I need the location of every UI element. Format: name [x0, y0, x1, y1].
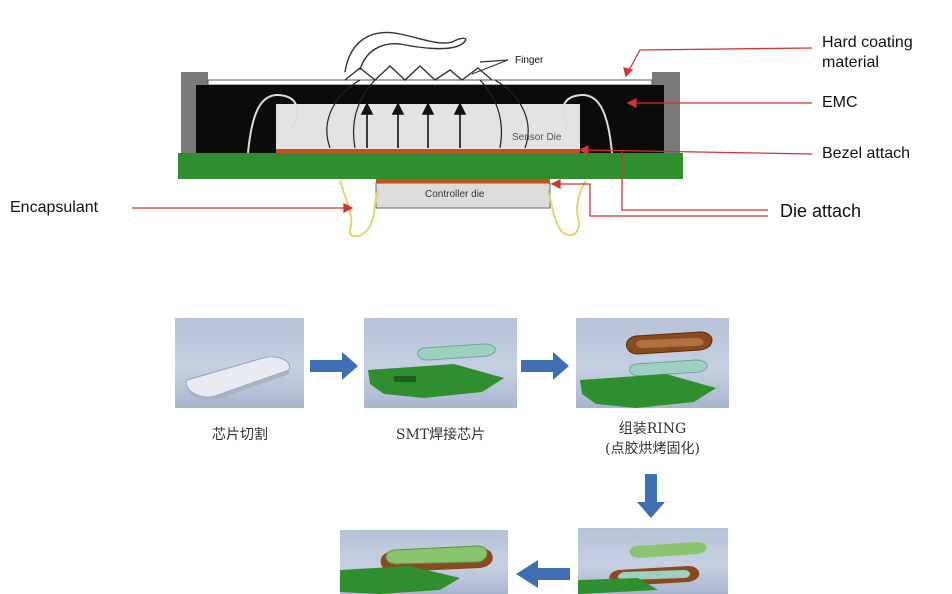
- field-line: [494, 79, 529, 149]
- hard-coating-layer: [207, 79, 653, 86]
- flow-arrow-4: [516, 560, 570, 588]
- step-photo-assembly: [578, 528, 728, 594]
- callout-arrows: [132, 47, 813, 217]
- finger-label: Finger: [515, 55, 544, 66]
- substrate: [178, 153, 683, 179]
- finger-pointer-arrows: [471, 59, 509, 75]
- step-label-ring: 组装RING: [618, 421, 687, 437]
- finger-outline: [344, 31, 467, 73]
- bond-wire-left: [247, 93, 298, 154]
- controller-die-attach: [376, 179, 550, 183]
- step-photo-final: [340, 530, 508, 594]
- step-label-smt: SMT焊接芯片: [395, 427, 486, 443]
- hard-coating-label: Hard coating material: [822, 34, 913, 71]
- field-line: [326, 79, 361, 149]
- field-line: [479, 79, 503, 149]
- sensor-die-attach: [276, 149, 580, 153]
- step-label-chip-dicing: 芯片切割: [212, 427, 268, 443]
- encapsulant-right: [547, 179, 587, 237]
- flow-arrow-3: [637, 474, 665, 518]
- flow-arrow-1: [310, 352, 358, 380]
- bezel-attach-label: Bezel attach: [822, 145, 911, 162]
- encapsulant-label: Encapsulant: [10, 199, 99, 216]
- field-arrows: [360, 102, 467, 148]
- step-sublabel-ring: (点胶烘烤固化): [605, 441, 700, 457]
- field-line: [352, 79, 376, 149]
- step-photo-chip-dicing: [175, 318, 304, 408]
- step-photo-smt: [364, 318, 517, 408]
- emc-label: EMC: [822, 94, 858, 111]
- finger-ridges: [344, 65, 493, 81]
- sensor-die-label: Sensor Die: [512, 132, 562, 143]
- bond-wire-right: [562, 93, 613, 154]
- flow-arrow-2: [521, 352, 569, 380]
- die-attach-label: Die attach: [780, 201, 862, 221]
- flow-arrows: [310, 352, 665, 588]
- controller-die: [375, 182, 551, 209]
- step-photo-ring: [576, 318, 729, 408]
- controller-die-label: Controller die: [425, 189, 485, 200]
